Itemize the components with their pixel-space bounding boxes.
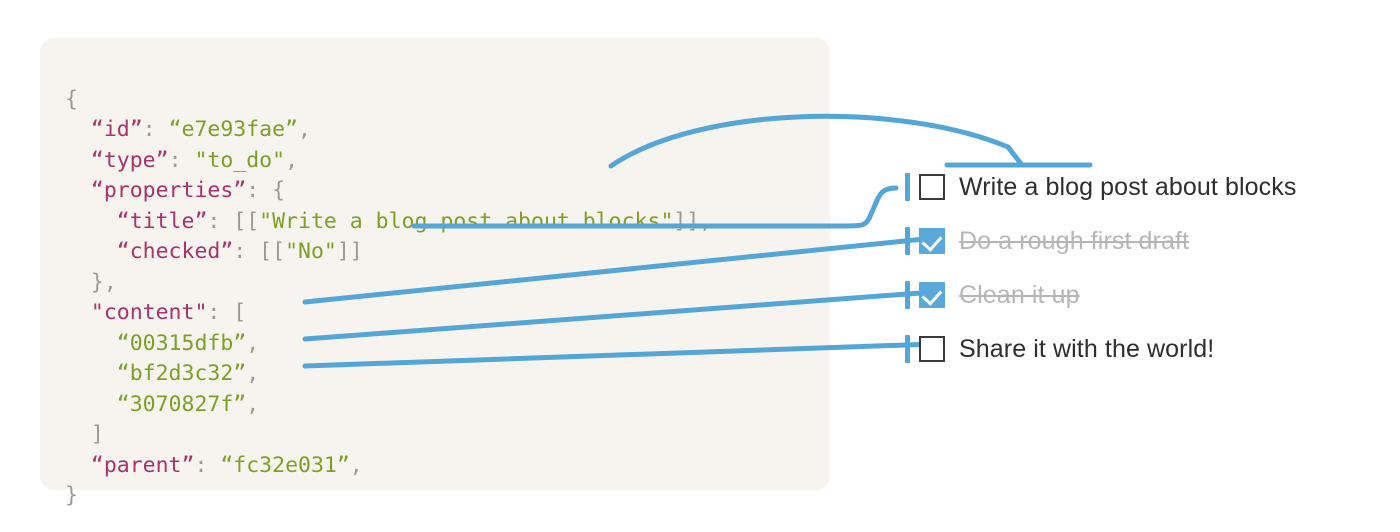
- code-token: ,: [246, 391, 260, 417]
- code-token: }: [65, 483, 78, 508]
- code-token: "content": [90, 300, 208, 325]
- code-token: "No": [285, 239, 337, 264]
- todo-item-label[interactable]: Do a rough first draft: [959, 226, 1190, 255]
- code-token: “bf2d3c32”: [116, 361, 247, 386]
- code-token: :: [142, 117, 169, 142]
- code-token: ,: [246, 330, 260, 356]
- code-token: : [: [207, 300, 247, 325]
- code-line: ]: [65, 422, 104, 447]
- todo-item[interactable]: Clean it up: [905, 268, 1365, 322]
- checkbox-unchecked-icon[interactable]: [919, 336, 945, 362]
- code-token: "Write a blog post about blocks": [259, 208, 674, 234]
- todo-item[interactable]: Do a rough first draft: [905, 214, 1365, 268]
- code-token: ]: [90, 422, 104, 447]
- todo-item-label[interactable]: Write a blog post about blocks: [959, 172, 1297, 201]
- code-line: “id”: “e7e93fae”,: [65, 117, 311, 142]
- code-line: "content": [: [65, 300, 246, 325]
- code-token: ,: [285, 147, 299, 173]
- code-token: : {: [246, 178, 286, 203]
- connector-endpoint-tick: [905, 227, 910, 255]
- code-line: “parent”: “fc32e031”,: [65, 453, 363, 478]
- checkbox-checked-icon[interactable]: [919, 228, 945, 254]
- code-token: “type”: [90, 147, 169, 173]
- code-line: “checked”: [["No"]]: [65, 239, 363, 264]
- checkbox-checked-icon[interactable]: [919, 282, 945, 308]
- code-token: “id”: [90, 117, 143, 142]
- code-token: : [[: [207, 208, 260, 234]
- connector-endpoint-tick: [905, 173, 910, 201]
- code-line: “bf2d3c32”,: [65, 361, 259, 386]
- code-line: “properties”: {: [65, 178, 285, 203]
- todo-item[interactable]: Share it with the world!: [905, 322, 1365, 376]
- code-line: },: [65, 270, 117, 295]
- connector-endpoint-tick: [905, 335, 910, 363]
- code-token: : [[: [233, 239, 286, 264]
- code-token: ,: [298, 117, 311, 142]
- code-token: :: [168, 147, 195, 173]
- code-line: {: [65, 87, 78, 112]
- code-line: }: [65, 483, 78, 508]
- code-token: “properties”: [90, 178, 247, 203]
- code-token: “parent”: [90, 452, 195, 478]
- code-token: "to_do": [194, 147, 286, 173]
- code-token: :: [194, 452, 221, 478]
- code-token: ]],: [673, 208, 713, 234]
- json-code-block: { “id”: “e7e93fae”, “type”: "to_do", “pr…: [65, 85, 712, 512]
- code-token: “fc32e031”: [220, 452, 350, 478]
- code-line: “type”: "to_do",: [65, 148, 298, 173]
- code-token: “00315dfb”: [116, 330, 247, 356]
- code-token: “e7e93fae”: [168, 117, 299, 142]
- connector-endpoint-tick: [905, 281, 910, 309]
- json-code-card: { “id”: “e7e93fae”, “type”: "to_do", “pr…: [40, 38, 830, 508]
- checkbox-unchecked-icon[interactable]: [919, 174, 945, 200]
- code-token: ,: [349, 452, 363, 478]
- code-token: },: [90, 269, 117, 295]
- todo-item[interactable]: Write a blog post about blocks: [905, 160, 1365, 214]
- code-token: ]]: [336, 239, 363, 264]
- code-token: ,: [246, 361, 260, 386]
- code-token: “checked”: [116, 239, 234, 264]
- todo-list: Write a blog post about blocks Do a rough…: [905, 160, 1365, 376]
- code-token: {: [65, 86, 78, 112]
- todo-item-label[interactable]: Clean it up: [959, 280, 1080, 309]
- todo-item-label[interactable]: Share it with the world!: [959, 334, 1215, 363]
- code-token: “title”: [116, 208, 208, 234]
- code-line: “3070827f”,: [65, 392, 259, 417]
- code-token: “3070827f”: [116, 391, 247, 417]
- code-line: “00315dfb”,: [65, 331, 259, 356]
- code-line: “title”: [["Write a blog post about bloc…: [65, 209, 712, 234]
